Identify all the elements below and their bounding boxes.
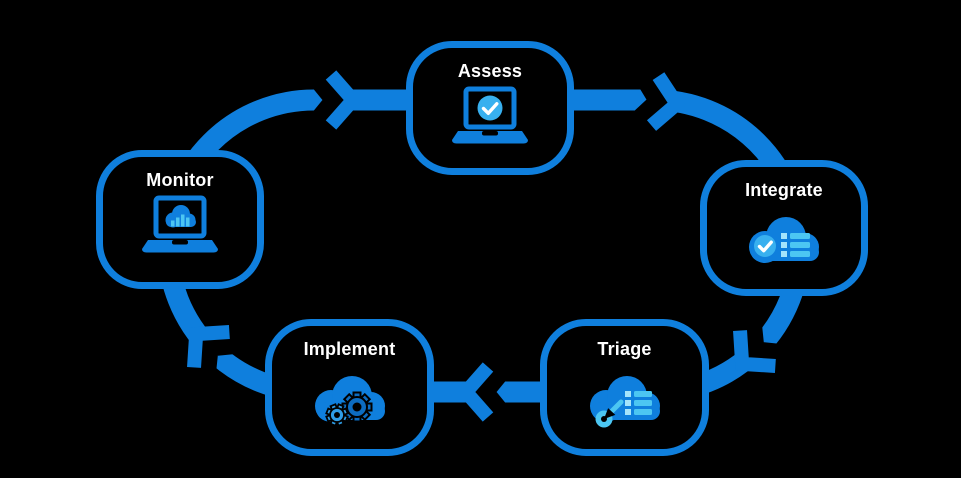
- arrow-monitor-to-assess-icon: [305, 67, 363, 133]
- node-integrate-label: Integrate: [745, 180, 823, 200]
- node-assess-label: Assess: [457, 61, 523, 81]
- node-monitor: Monitor: [96, 150, 264, 289]
- cloud-checklist-icon: [749, 217, 819, 263]
- arrow-triage-to-implement-icon: [456, 359, 514, 425]
- node-implement: Implement: [265, 319, 434, 456]
- laptop-cloud-chart-icon: [142, 195, 218, 253]
- laptop-checkmark-icon: [452, 86, 528, 144]
- node-implement-label: Implement: [303, 339, 396, 359]
- arrow-assess-to-integrate-icon: [626, 66, 687, 132]
- cloud-gears-icon: [314, 376, 385, 427]
- cloud-wrench-list-icon: [589, 376, 660, 428]
- node-integrate: Integrate: [700, 160, 868, 296]
- node-triage-label: Triage: [597, 339, 652, 359]
- node-triage: Triage: [540, 319, 709, 456]
- arrow-implement-to-monitor-icon: [187, 325, 246, 384]
- node-monitor-label: Monitor: [146, 170, 214, 190]
- arrow-integrate-to-triage-icon: [733, 314, 792, 373]
- node-assess: Assess: [406, 41, 574, 175]
